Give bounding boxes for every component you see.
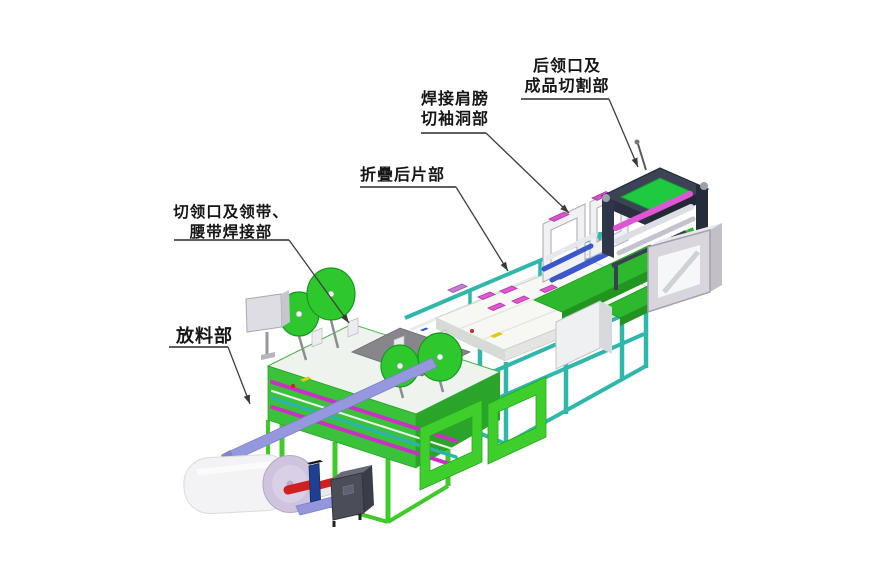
sensor-rod — [637, 143, 647, 171]
label-line: 折疊后片部 — [360, 167, 446, 184]
red-roller — [283, 480, 314, 495]
label-collar-tie-waistband-welding: 切领口及领带、 腰带焊接部 — [171, 203, 291, 243]
pink-fold-knobs — [477, 284, 558, 311]
label-line: 后领口及 — [532, 58, 601, 75]
label-rear-collar-product-cutting: 后领口及 成品切割部 — [517, 57, 617, 97]
control-monitor — [245, 290, 290, 360]
box-panel — [342, 484, 354, 496]
label-line: 放料部 — [176, 326, 233, 346]
conveyor-left-edge — [436, 318, 504, 361]
white-roller — [616, 216, 696, 256]
violet-block — [447, 283, 468, 293]
pink-roller — [613, 191, 693, 231]
label-back-panel-folding: 折疊后片部 — [360, 166, 445, 186]
outfeed-stand — [647, 223, 722, 314]
label-line: 成品切割部 — [524, 78, 610, 95]
white-roller — [545, 232, 598, 261]
magenta-cap — [548, 211, 570, 222]
white-roller — [614, 204, 694, 244]
label-underlines — [169, 98, 609, 348]
label-line: 切袖洞部 — [421, 111, 490, 128]
dark-column — [602, 196, 614, 258]
label-line: 腰带焊接部 — [189, 224, 273, 241]
monitor-screen — [245, 293, 283, 333]
pulley — [700, 182, 708, 190]
label-material-feeding: 放料部 — [176, 326, 233, 346]
feed-control-box — [330, 465, 374, 527]
pulley — [602, 194, 610, 202]
material-feeding-section — [183, 357, 438, 527]
label-line: 焊接肩膀 — [421, 91, 490, 108]
label-shoulder-welding-sleeve-cutting: 焊接肩膀 切袖洞部 — [421, 90, 489, 130]
red-dot — [470, 329, 474, 333]
leader-lines — [227, 98, 639, 405]
callout-leaders — [169, 98, 639, 405]
yellow-sensor — [300, 376, 312, 382]
red-dot — [290, 383, 296, 389]
blue-roller — [549, 254, 602, 283]
yellow-sensor — [490, 332, 503, 338]
label-line: 切领口及领带、 — [173, 204, 289, 221]
fabric-roll — [183, 454, 293, 515]
lime-support-frames — [419, 376, 547, 491]
blue-post — [308, 462, 321, 503]
blue-roller — [541, 243, 594, 272]
leader-arrowheads — [243, 157, 638, 404]
